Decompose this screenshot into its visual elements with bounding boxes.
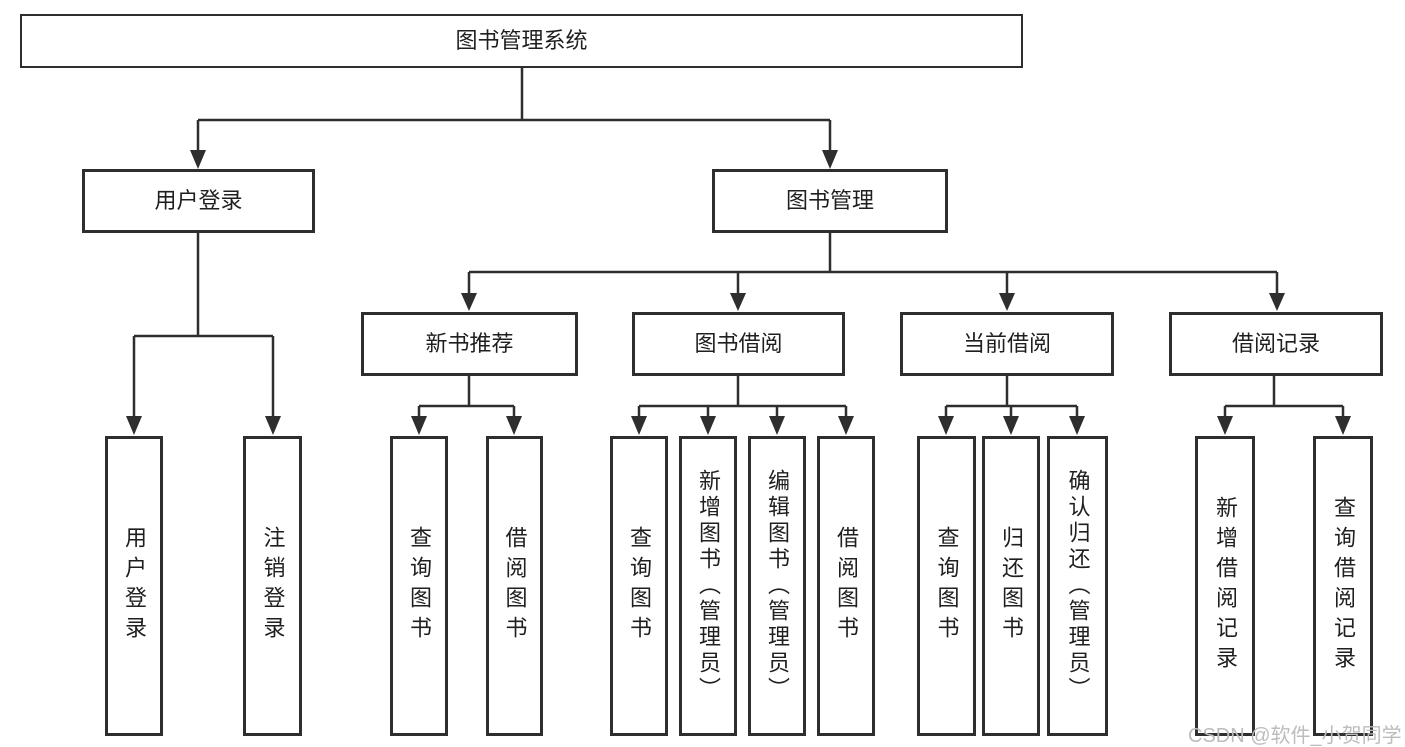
leaf-borrow-book-2: 借阅图书 [817, 436, 875, 736]
leaf-add-borrow-record: 新增借阅记录 [1195, 436, 1255, 736]
connector-book-borrow-children [631, 376, 854, 435]
node-user-login: 用户登录 [82, 169, 315, 233]
csdn-watermark: CSDN @软件_小贺同学 [1188, 725, 1402, 747]
leaf-borrow-book-1: 借阅图书 [486, 436, 543, 736]
leaf-borrow-book-2-label: 借阅图书 [834, 526, 859, 646]
leaf-confirm-return-label: 确认归还（管理员） [1065, 469, 1091, 703]
node-borrow-record-label: 借阅记录 [1231, 331, 1320, 356]
node-book-borrow-label: 图书借阅 [694, 331, 783, 356]
leaf-query-book-3: 查询图书 [917, 436, 976, 736]
leaf-borrow-book-1-label: 借阅图书 [502, 526, 528, 646]
connector-borrow-record-children [1217, 376, 1351, 435]
leaf-return-book-label: 归还图书 [999, 526, 1024, 646]
leaf-edit-book-label: 编辑图书（管理员） [765, 469, 790, 703]
leaf-logout-label: 注销登录 [260, 526, 286, 646]
node-root: 图书管理系统 [20, 14, 1023, 68]
connector-new-book-rec-children [411, 376, 522, 435]
connector-root-to-level2 [190, 68, 838, 169]
node-new-book-rec-label: 新书推荐 [425, 331, 514, 356]
leaf-logout: 注销登录 [243, 436, 302, 736]
node-book-mgmt-label: 图书管理 [785, 188, 874, 213]
node-current-borrow-label: 当前借阅 [962, 331, 1051, 356]
node-book-borrow: 图书借阅 [632, 312, 845, 376]
node-root-label: 图书管理系统 [455, 28, 588, 53]
leaf-query-book-2-label: 查询图书 [627, 526, 652, 646]
leaf-query-book-2: 查询图书 [610, 436, 668, 736]
connector-book-mgmt-children [461, 233, 1285, 311]
leaf-query-book-1: 查询图书 [390, 436, 448, 736]
leaf-edit-book: 编辑图书（管理员） [748, 436, 806, 736]
node-new-book-rec: 新书推荐 [361, 312, 578, 376]
connector-user-login-children [126, 233, 281, 435]
connector-current-borrow-children [938, 376, 1085, 435]
leaf-user-login: 用户登录 [105, 436, 163, 736]
leaf-query-book-1-label: 查询图书 [407, 526, 432, 646]
leaf-query-borrow-record-label: 查询借阅记录 [1331, 496, 1356, 676]
leaf-user-login-label: 用户登录 [122, 526, 147, 646]
leaf-return-book: 归还图书 [982, 436, 1040, 736]
leaf-query-book-3-label: 查询图书 [934, 526, 960, 646]
node-user-login-label: 用户登录 [154, 188, 243, 213]
leaf-add-book-label: 新增图书（管理员） [696, 469, 721, 703]
node-book-mgmt: 图书管理 [712, 169, 948, 233]
leaf-add-borrow-record-label: 新增借阅记录 [1213, 496, 1238, 676]
leaf-query-borrow-record: 查询借阅记录 [1313, 436, 1373, 736]
node-borrow-record: 借阅记录 [1169, 312, 1383, 376]
leaf-confirm-return: 确认归还（管理员） [1047, 436, 1108, 736]
leaf-add-book: 新增图书（管理员） [679, 436, 737, 736]
node-current-borrow: 当前借阅 [900, 312, 1114, 376]
